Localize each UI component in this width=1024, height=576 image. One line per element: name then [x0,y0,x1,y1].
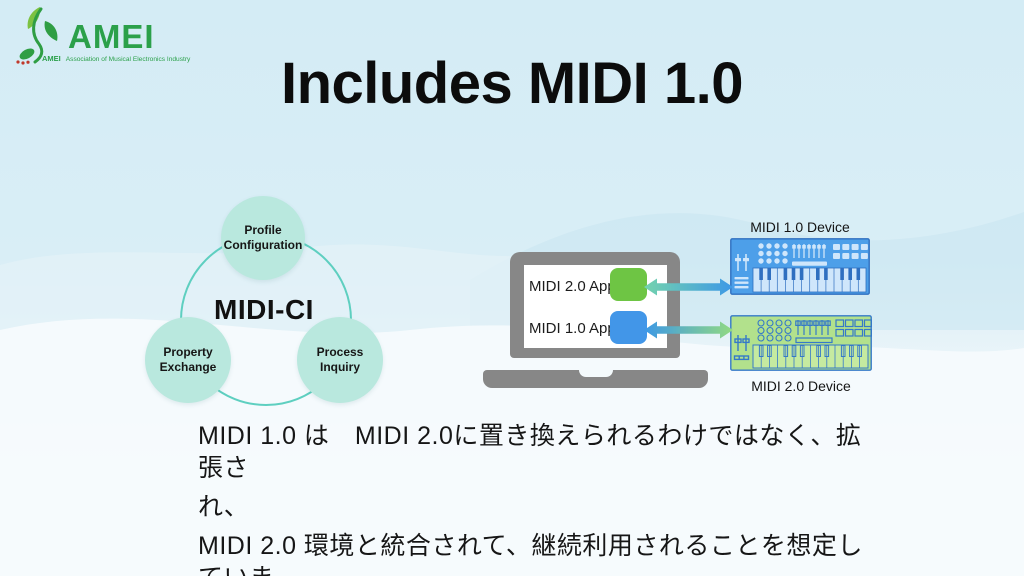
amei-logo: AMEI AMEI Association of Musical Electro… [10,4,190,66]
arrow-midi10app-to-midi20device [644,321,733,339]
node-label-line: Exchange [159,360,217,374]
musical-note-leaf-icon [16,7,58,65]
midi-ci-center-label: MIDI-CI [214,294,314,325]
node-label-line: Profile [244,223,282,237]
paragraph-line: MIDI 1.0 は MIDI 2.0に置き換えられるわけではなく、拡張さ [198,422,862,482]
arrow-midi20app-to-midi10device [644,278,733,296]
node-process-inquiry: Process Inquiry [297,317,383,403]
page-title: Includes MIDI 1.0 [280,51,744,116]
paragraph-line: れ、 [198,493,250,521]
midi-2-0-app-square [610,268,647,301]
logo-subtext: Association of Musical Electronics Indus… [65,56,191,63]
paragraph-line: MIDI 2.0 環境と統合されて、継続利用されることを想定していま [198,532,863,576]
midi-1-0-device-illustration [730,238,870,295]
midi-2-0-app-label: MIDI 2.0 App [529,278,616,295]
logo-brand-small-text: AMEI [42,54,61,63]
midi-2-0-device-illustration [730,315,872,371]
midi-1-0-device-label: MIDI 1.0 Device [750,219,850,235]
node-label-line: Inquiry [319,360,360,374]
midi-1-0-app-label: MIDI 1.0 App [529,320,616,337]
body-paragraph: MIDI 1.0 は MIDI 2.0に置き換えられるわけではなく、拡張さ れ、… [198,420,878,576]
connection-arrows [644,278,733,339]
logo-brand-text: AMEI [68,18,155,55]
node-label-line: Configuration [223,238,303,252]
node-property-exchange: Property Exchange [145,317,231,403]
node-label-line: Process [316,345,364,359]
node-profile-configuration: Profile Configuration [221,196,305,280]
midi-1-0-app-square [610,311,647,344]
laptop-notch [578,370,613,377]
laptop-base [483,370,708,388]
node-label-line: Property [163,345,213,359]
midi-2-0-device-label: MIDI 2.0 Device [751,378,851,394]
